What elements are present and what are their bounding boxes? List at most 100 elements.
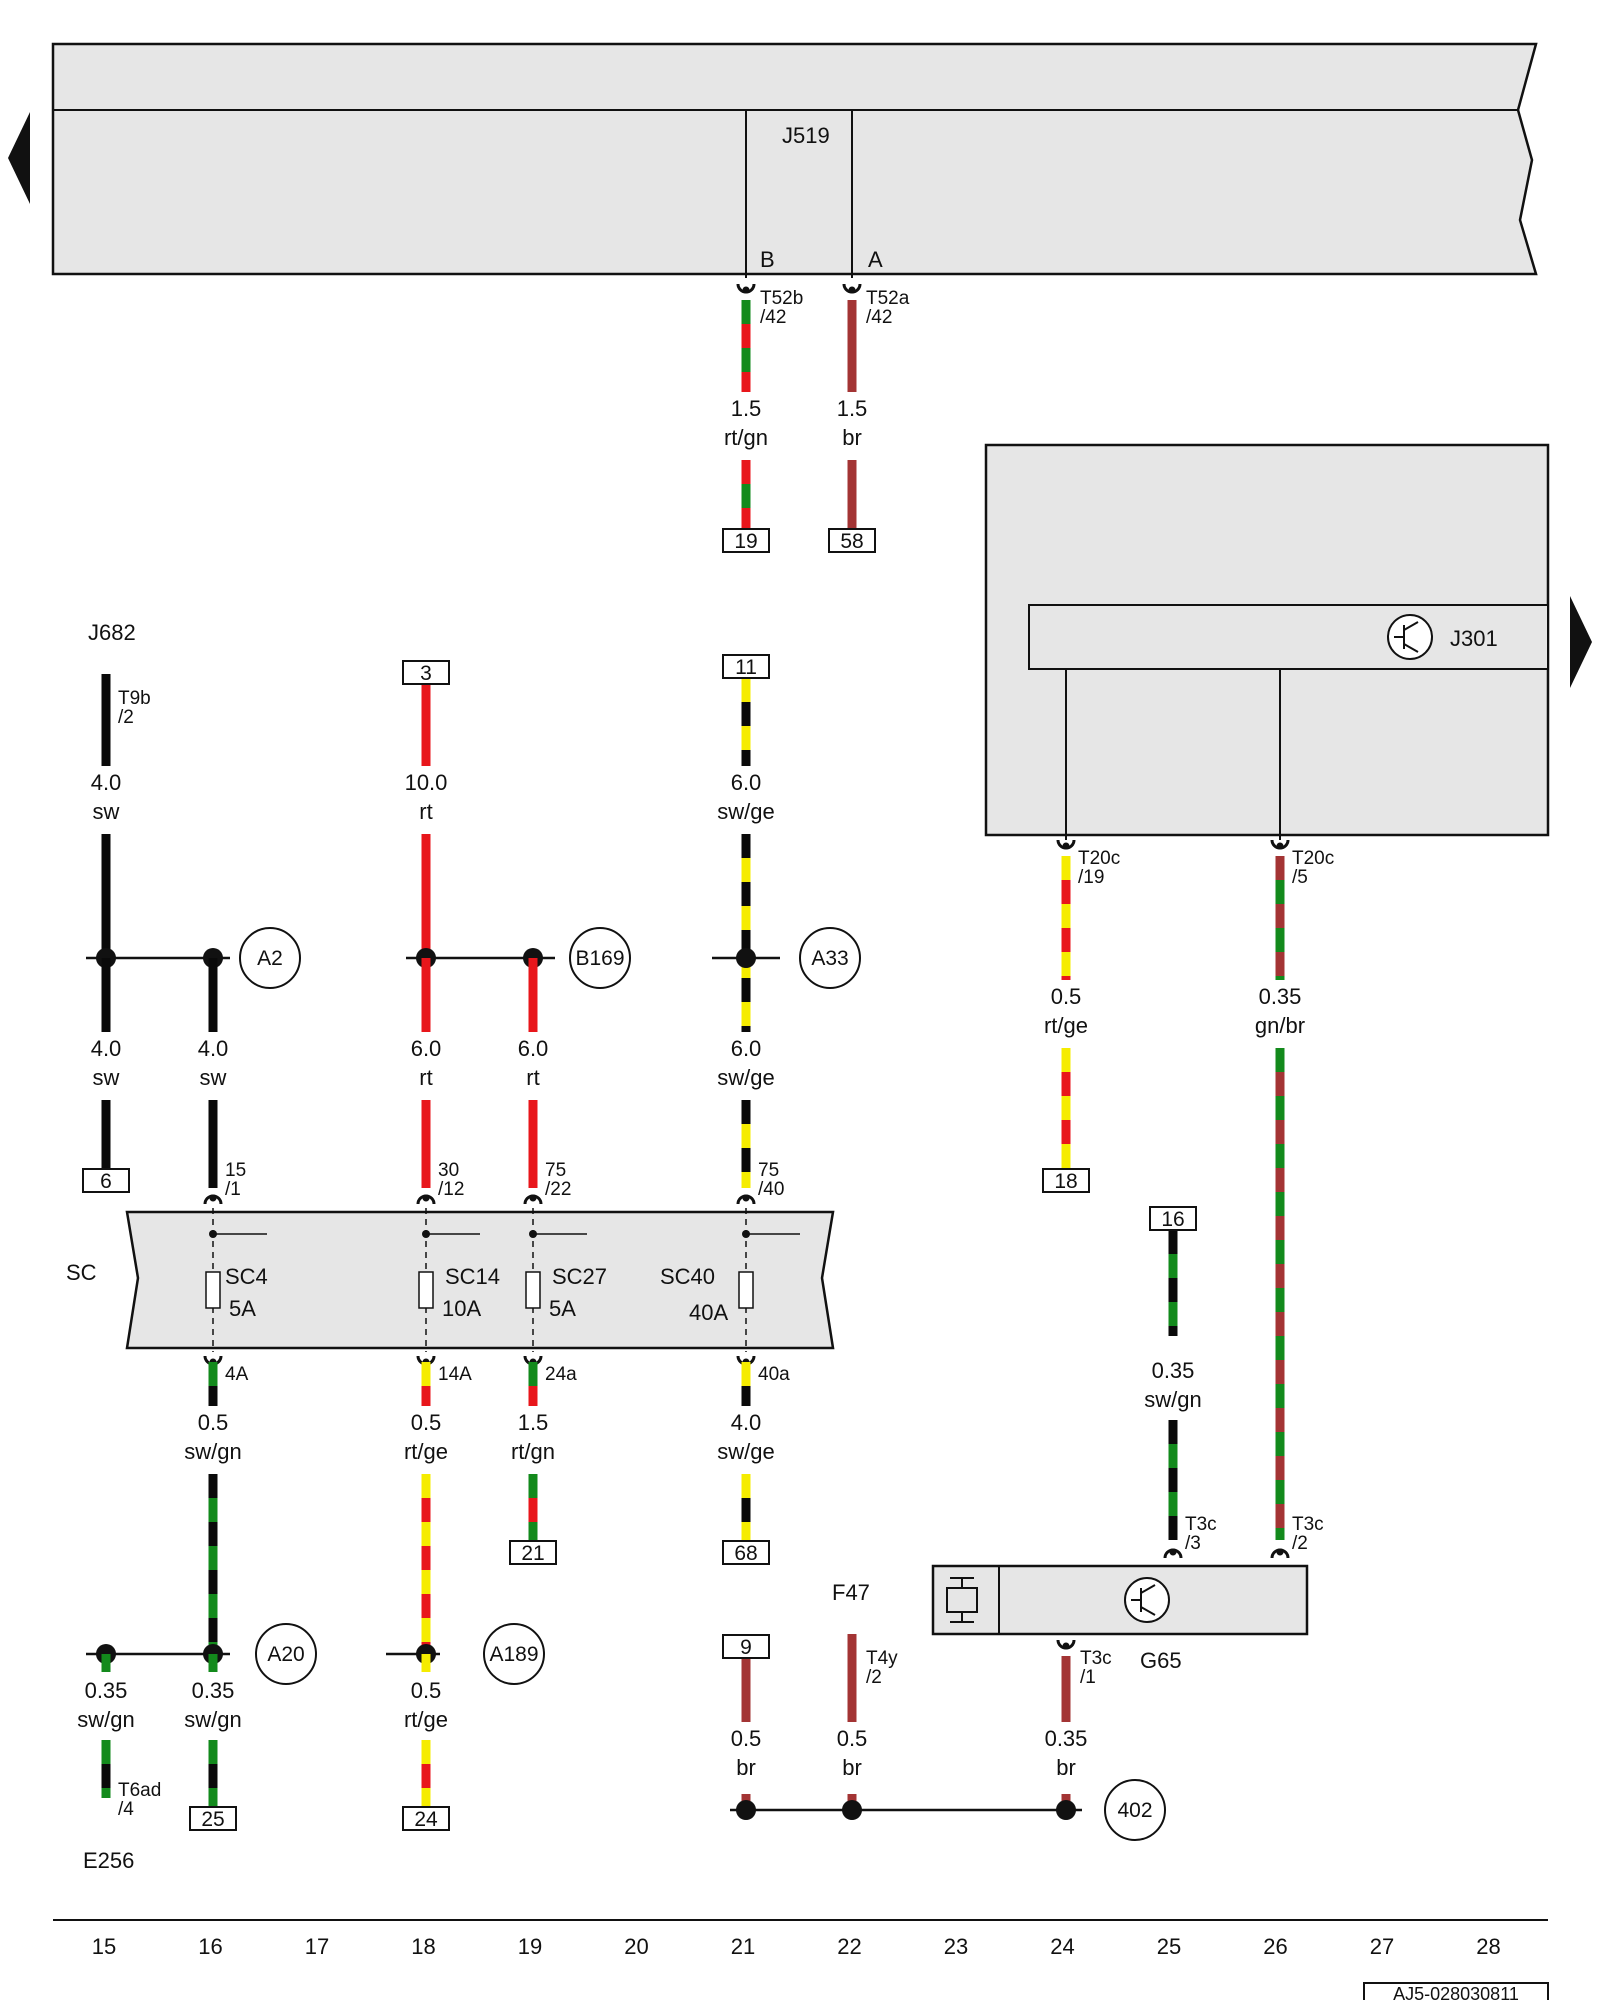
fuse-sc27-label: SC27 [552,1264,607,1289]
wire-swgn [208,1362,218,1406]
grid-number: 17 [305,1934,329,1959]
wire-swgn [1168,1420,1178,1540]
wire-color-label: rt/ge [1044,1013,1088,1038]
splice-dot [736,1800,756,1820]
page-reference-number: 18 [1054,1170,1077,1193]
page-reference-box[interactable] [1042,1168,1090,1193]
fuse-output-pin: 4A [225,1364,249,1385]
page-reference-box[interactable] [82,1168,130,1193]
grid-number: 22 [837,1934,861,1959]
wire-gnbr [1275,856,1285,980]
wire-size-label: 4.0 [198,1036,229,1061]
connector-pin-dot [422,1194,430,1202]
connector-pin-dot [1276,842,1284,850]
grid-number: 21 [731,1934,755,1959]
fuse-input-pin: 75 [758,1160,779,1181]
j519-label: J519 [782,123,830,148]
wire-br [847,300,857,392]
connector-label: T3c [1080,1648,1112,1669]
fuse-input-pin: /12 [438,1179,464,1200]
page-reference-number: 21 [521,1542,544,1565]
wire-size-label: 1.5 [837,396,868,421]
wire-color-label: sw/gn [1144,1387,1201,1412]
connector-label: /2 [1292,1533,1308,1554]
pressure-sensor-icon [946,1577,978,1623]
wire-color-label: rt [419,1065,432,1090]
wire-color-label: sw/gn [77,1707,134,1732]
fuse-icon [418,1271,434,1309]
grid-number: 18 [411,1934,435,1959]
wire-color-label: rt/ge [404,1707,448,1732]
wire-size-label: 6.0 [731,1036,762,1061]
fuse-sc27-rating: 5A [549,1296,576,1321]
previous-page-arrow[interactable] [8,112,30,204]
fuse-icon [205,1271,221,1309]
fuse-output-pin: 40a [758,1364,790,1385]
ground-node-circle [255,1623,317,1685]
ground-node-label: A2 [257,947,283,970]
wire-rt [421,958,431,1032]
wire-swge [741,1474,751,1542]
page-reference-box[interactable] [402,1806,450,1831]
wire-color-label: rt [419,799,432,824]
wire-color-label: rt/gn [511,1439,555,1464]
page-reference-number: 9 [740,1636,752,1659]
fuse-sc14-label: SC14 [445,1264,500,1289]
page-reference-box[interactable] [722,1540,770,1565]
connector-pin-dot [209,1194,217,1202]
fuse-input-pin: 15 [225,1160,246,1181]
wires-layer [86,283,1290,1820]
wire-color-label: br [842,1755,862,1780]
ground-node-circle [569,927,631,989]
wire-color-label: sw/ge [717,799,774,824]
grid-number: 16 [198,1934,222,1959]
page-reference-box[interactable] [828,528,876,553]
connector-label: /2 [866,1667,882,1688]
grid-number: 19 [518,1934,542,1959]
fuse-icon [525,1271,541,1309]
page-reference-box[interactable] [722,1634,770,1659]
wire-color-label: gn/br [1255,1013,1305,1038]
wire-swge [741,834,751,1032]
wire-size-label: 1.5 [731,396,762,421]
wire-sw [208,1100,218,1188]
wire-size-label: 4.0 [91,1036,122,1061]
wire-rtgn [741,460,751,528]
ground-node-circle [1104,1779,1166,1841]
wire-rt [421,1100,431,1188]
wire-swgn [208,1654,218,1672]
wire-color-label: sw/gn [184,1707,241,1732]
connector-label: T4y [866,1648,898,1669]
wire-swge [741,1100,751,1188]
wire-color-label: sw/gn [184,1439,241,1464]
fuse-input-pin: /1 [225,1179,241,1200]
page-reference-box[interactable] [509,1540,557,1565]
connector-label: /42 [760,307,786,328]
page-reference-box[interactable] [722,654,770,679]
ground-node-label: B169 [575,947,624,970]
wire-size-label: 4.0 [731,1410,762,1435]
page-reference-box[interactable] [189,1806,237,1831]
fuse-sc14-rating: 10A [442,1296,481,1321]
wire-size-label: 0.35 [1152,1358,1195,1383]
wire-color-label: br [736,1755,756,1780]
next-page-arrow[interactable] [1570,596,1592,688]
ground-node-circle [239,927,301,989]
page-reference-box[interactable] [722,528,770,553]
wire-swgn [101,1654,111,1672]
connector-pin-dot [848,286,856,294]
wire-swge [741,678,751,766]
ground-node-label: A189 [489,1643,538,1666]
page-reference-box[interactable] [1149,1206,1197,1231]
splice-dot [736,948,756,968]
grid-number: 25 [1157,1934,1181,1959]
page-reference-box[interactable] [402,660,450,685]
grid-number: 24 [1050,1934,1074,1959]
transistor-icon [1387,614,1433,660]
wire-gnbr [1275,1048,1285,1540]
wire-rtge [1061,1048,1071,1168]
transistor-icon [1124,1577,1170,1623]
